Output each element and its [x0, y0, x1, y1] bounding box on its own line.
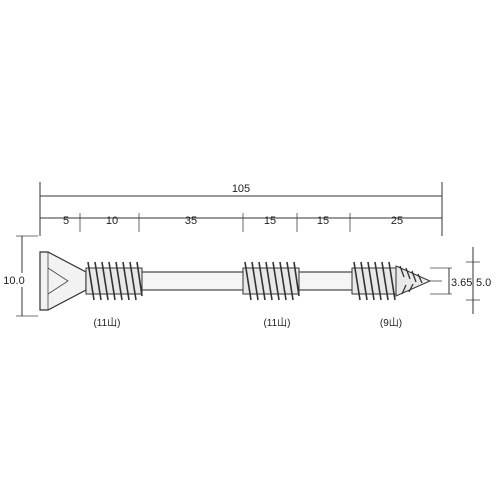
thread-section-2: [242, 261, 300, 301]
head-diameter-dimension: 10.0: [3, 235, 38, 317]
segment-dimensions: 5 10 35 15 15 25: [40, 213, 442, 232]
segment-label: 25: [391, 215, 403, 227]
segment-label: 10: [106, 215, 118, 227]
segment-label: 15: [264, 215, 276, 227]
thread-count-label-2: (11山): [263, 317, 290, 329]
segment-label: 35: [185, 215, 197, 227]
segment-label: 5: [63, 215, 69, 227]
thread-count-label-1: (11山): [93, 317, 120, 329]
thread-flutes: [244, 261, 300, 301]
screw-head: [39, 251, 87, 311]
thread-body: [351, 267, 397, 295]
overall-dimension: 10 5: [39, 182, 443, 236]
thread-count-labels: (11山) (11山) (9山): [93, 317, 402, 329]
outer-diameter-label: 5.0: [476, 277, 491, 289]
thread-section-1: [85, 261, 143, 301]
screw: [39, 251, 442, 311]
thread-flutes: [353, 261, 396, 301]
label-background: [4, 273, 24, 287]
thread-section-3: [351, 261, 442, 301]
label-background: [474, 274, 498, 288]
thread-count-label-3: (9山): [380, 317, 402, 329]
thread-flutes: [87, 261, 143, 301]
overall-length-label: 105: [232, 183, 250, 195]
shaft-diameter-dimensions: 3.65 5.0: [430, 247, 498, 314]
segment-label: 15: [317, 215, 329, 227]
head-diameter-label: 10.0: [3, 275, 24, 287]
head-drive-recess: [47, 267, 69, 295]
tip-teeth: [399, 265, 423, 295]
inner-diameter-label: 3.65: [451, 277, 472, 289]
